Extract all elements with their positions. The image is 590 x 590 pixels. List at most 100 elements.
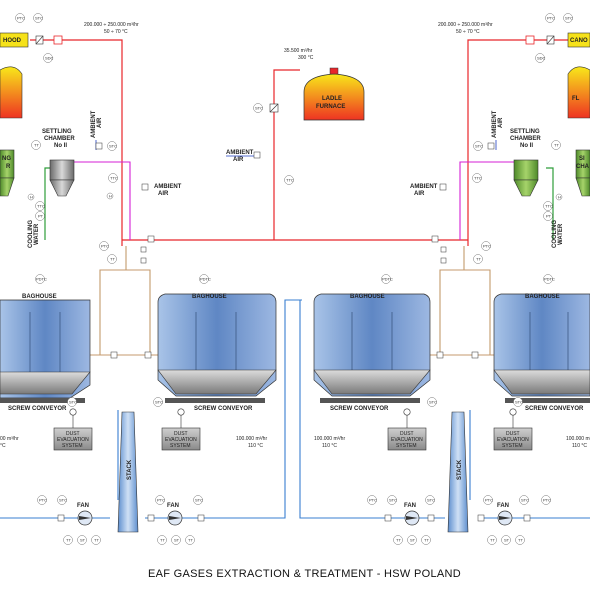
settling-chamber-ii-left: SETTLING CHAMBER No II [42, 129, 75, 197]
dust-3-l1: DUST [400, 431, 414, 437]
furnace-left-body [0, 66, 23, 119]
instrument-tags: PTC STC SDC PTC STC SDC STC STC STC TT T… [17, 16, 573, 543]
cooling-left [44, 167, 52, 240]
svg-text:TT: TT [396, 538, 401, 543]
temp-top-left: 50 ÷ 70 °C [104, 29, 128, 35]
flow-bag-4: 100.000 m³/hr [566, 436, 590, 442]
dust-3-l3: SYSTEM [396, 443, 417, 449]
svg-text:TTC: TTC [286, 178, 294, 183]
svg-text:ST: ST [80, 538, 86, 543]
svg-text:STC: STC [255, 106, 263, 111]
flow-top-left: 200.000 ÷ 250.000 m³/hr [84, 22, 139, 28]
dust-1-l2: EVACUATION [57, 437, 89, 443]
ambient-ladle: AMBIENT [226, 150, 254, 156]
svg-text:STC: STC [429, 400, 437, 405]
furnace-left [0, 66, 23, 119]
svg-text:PDTC: PDTC [200, 277, 211, 282]
svg-text:TTC: TTC [37, 204, 45, 209]
svg-text:TT: TT [34, 143, 39, 148]
settling-left-frag-1: NG [2, 156, 11, 162]
dust-2-l1: DUST [174, 431, 188, 437]
hood-left: HOOD [0, 32, 29, 48]
air-vert-right: AIR [498, 117, 504, 128]
dust-system-4: DUST EVACUATION SYSTEM [493, 427, 533, 451]
baghouse-3: BAGHOUSE SCREW CONVEYOR [313, 293, 431, 412]
diagram-title: EAF GASES EXTRACTION & TREATMENT - HSW P… [148, 568, 461, 580]
svg-text:TT: TT [188, 538, 193, 543]
svg-text:STC: STC [59, 498, 67, 503]
svg-text:STC: STC [515, 400, 523, 405]
ambient-left [70, 161, 131, 240]
svg-text:SDC: SDC [537, 56, 546, 61]
baghouse-3-label: BAGHOUSE [350, 294, 385, 300]
baghouse-1-label: BAGHOUSE [22, 294, 57, 300]
clean-mid-left [145, 299, 302, 519]
ambient-mid-right: AMBIENT [410, 184, 438, 190]
dust-system-2: DUST EVACUATION SYSTEM [161, 427, 201, 451]
canopy-label: CANO [570, 38, 588, 44]
svg-text:TT: TT [476, 257, 481, 262]
svg-text:TT: TT [110, 257, 115, 262]
ambient-mid-left: AMBIENT [154, 184, 182, 190]
return-right-b [439, 269, 464, 355]
settling-chamber-ii-right: SETTLING CHAMBER No II [510, 129, 541, 197]
dust-4-l3: SYSTEM [502, 443, 523, 449]
clean-mid-right [299, 300, 445, 519]
svg-text:STC: STC [155, 400, 163, 405]
air-mid-left: AIR [158, 191, 169, 197]
orifice-top-right [525, 35, 535, 45]
settling-left-frag-2: R [6, 164, 11, 170]
svg-text:STC: STC [109, 144, 117, 149]
temp-bag-2: 110 °C [248, 443, 263, 449]
return-left [99, 246, 127, 355]
h-valves: H H H [27, 192, 563, 201]
svg-text:PTC: PTC [543, 498, 551, 503]
svg-text:STC: STC [475, 144, 483, 149]
svg-text:PTC: PTC [485, 498, 493, 503]
flow-frag-left: 00 m³/hr [0, 436, 19, 442]
stack-left: STACK [117, 411, 139, 533]
flow-top-right: 200.000 ÷ 250.000 m³/hr [438, 22, 493, 28]
flow-bag-3: 100.000 m³/hr [314, 436, 345, 442]
hood-label: HOOD [3, 38, 22, 44]
settling-ii-left-2: CHAMBER [44, 136, 75, 142]
cooling-left-label: COOLING [28, 220, 34, 248]
cooling-water-pipes [44, 167, 554, 240]
settling-right-frag-1: SI [579, 156, 585, 162]
canopy-right: CANO [567, 32, 590, 48]
return-right [463, 246, 491, 355]
temp-bag-4: 110 °C [572, 443, 587, 449]
ambient-air-labels: AMBIENT AIR AMBIENT AIR AMBIENT AIR AMBI… [91, 110, 504, 197]
svg-text:PDTC: PDTC [544, 277, 555, 282]
ambient-vert-left: AMBIENT [91, 110, 97, 138]
line-dampers [57, 142, 531, 522]
flow-bag-2: 100.000 m³/hr [236, 436, 267, 442]
svg-text:PT: PT [546, 214, 552, 219]
fan-4-label: FAN [497, 503, 509, 509]
fan-2-label: FAN [167, 503, 179, 509]
ladle-temp: 300 °C [298, 55, 314, 61]
ambient-air-pipes [70, 161, 520, 240]
damper-top-right [546, 35, 555, 45]
screw-1-label: SCREW CONVEYOR [8, 406, 67, 412]
fan-4: FAN [497, 503, 513, 526]
dust-4-l1: DUST [506, 431, 520, 437]
svg-text:TTC: TTC [110, 176, 118, 181]
orifice-top-left [53, 35, 63, 45]
settling-chamber-right-partial: SI CHA [575, 149, 590, 197]
svg-text:PTC: PTC [157, 498, 165, 503]
damper-top-left [35, 35, 44, 45]
fan-3: FAN [404, 503, 420, 526]
furnace-right-body [567, 66, 590, 119]
baghouse-2: BAGHOUSE SCREW CONVEYOR [157, 293, 277, 412]
screw-4-label: SCREW CONVEYOR [525, 406, 584, 412]
svg-text:PTC: PTC [547, 16, 555, 21]
svg-text:STC: STC [427, 498, 435, 503]
return-left-b [126, 269, 151, 355]
svg-text:TT: TT [94, 538, 99, 543]
settling-ii-right-3: No II [520, 143, 533, 149]
instrument-bubbles [15, 13, 573, 545]
settling-ii-right-1: SETTLING [510, 129, 540, 135]
cooling-right [546, 167, 554, 240]
fl-label: FL [572, 96, 580, 102]
